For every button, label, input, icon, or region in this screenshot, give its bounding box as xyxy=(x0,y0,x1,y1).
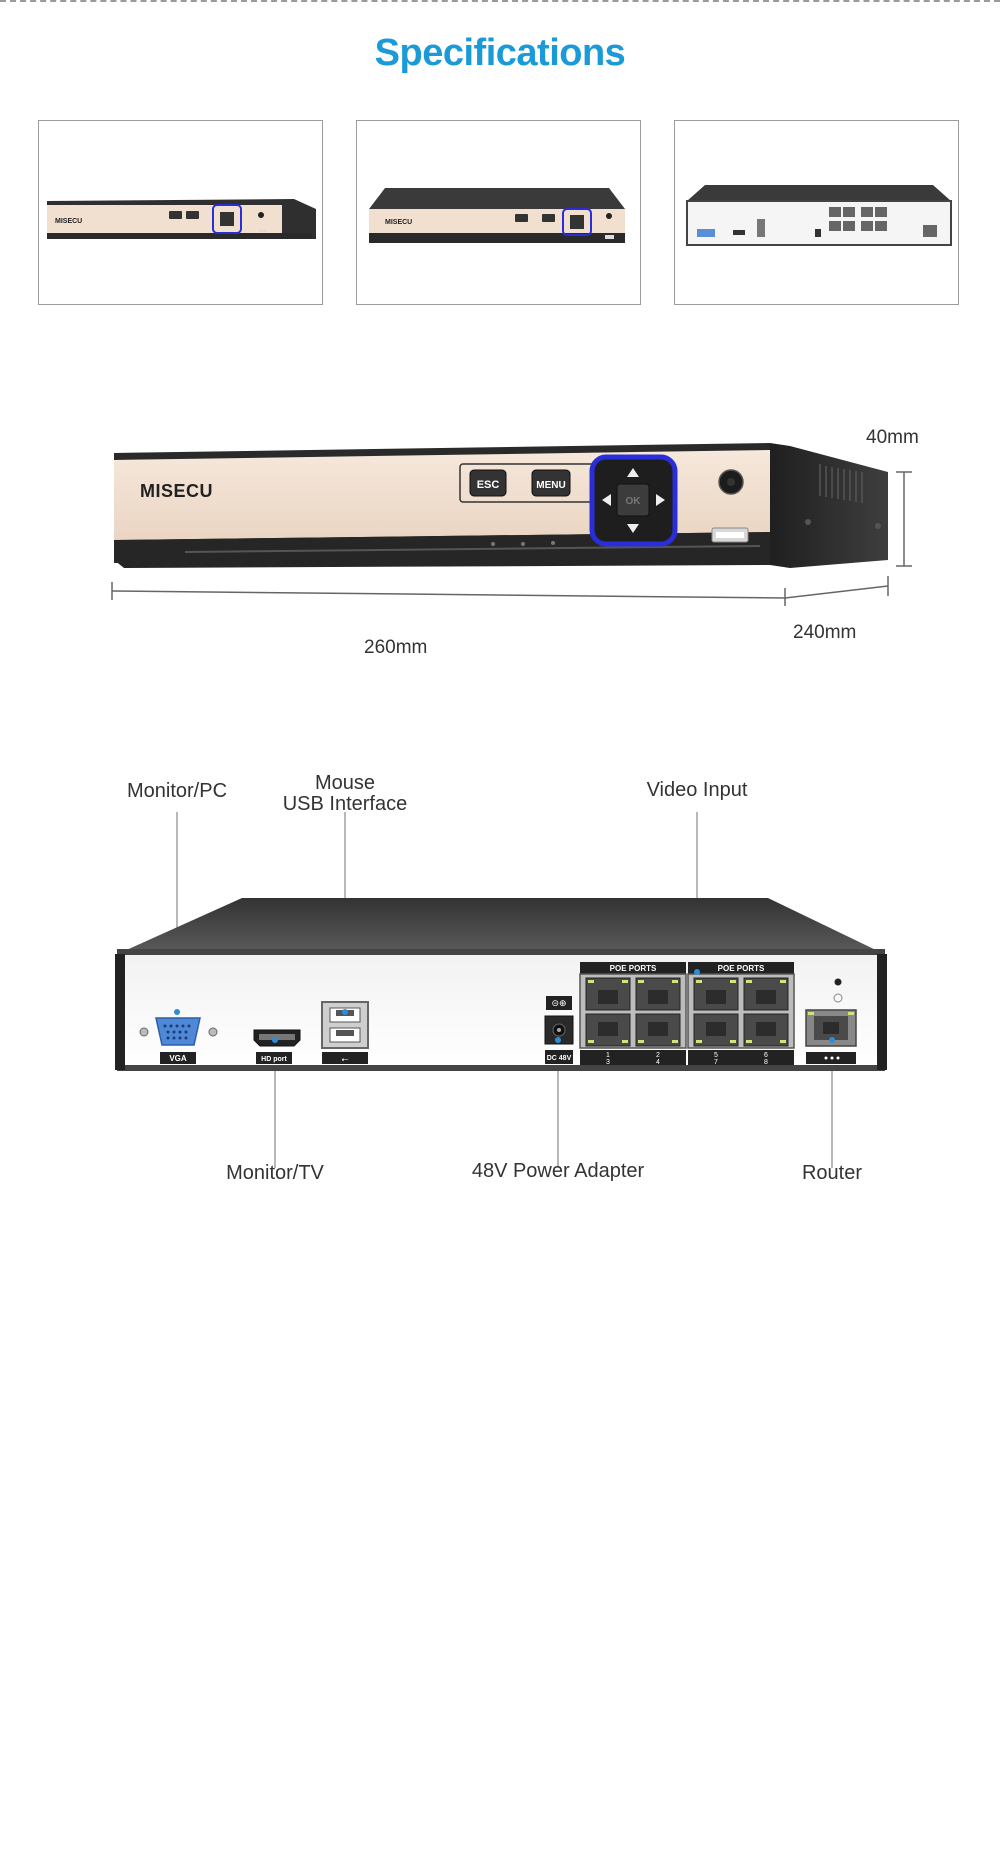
callout-monitor-tv: Monitor/TV xyxy=(226,1162,324,1184)
usb-symbol-icon: ⭠ xyxy=(341,1054,348,1064)
vga-port-label: VGA xyxy=(169,1054,187,1063)
rear-panel-diagram: VGA HD port ⭠ ⊝⊕ DC 48V POE PORTS 1 2 3 … xyxy=(115,812,887,1168)
port-number-8: 8 xyxy=(764,1059,768,1066)
port-number-5: 5 xyxy=(714,1052,718,1059)
poe-ports-label-right: POE PORTS xyxy=(718,964,765,973)
esc-button[interactable] xyxy=(469,469,507,497)
front-view-small-image: MISECU xyxy=(47,199,316,239)
dc-port-label: DC 48V xyxy=(547,1055,572,1062)
device-brand-logo: MISECU xyxy=(140,481,213,501)
poe-ports-label-left: POE PORTS xyxy=(610,964,657,973)
callout-router: Router xyxy=(801,1162,863,1184)
port-number-2: 2 xyxy=(656,1052,660,1059)
port-number-6: 6 xyxy=(764,1052,768,1059)
page-title: Specifications xyxy=(374,32,626,74)
arrow-right-icon[interactable] xyxy=(656,494,665,506)
poe-ports-left xyxy=(585,977,681,1047)
rear-top-lid xyxy=(122,898,880,952)
side-vents xyxy=(819,464,863,503)
thumbnail-angle-view[interactable]: MISECU xyxy=(356,120,641,305)
poe-ports-right xyxy=(693,977,789,1047)
height-dimension-label: 40mm xyxy=(866,427,919,448)
depth-dimension-label: 240mm xyxy=(793,622,857,643)
dc-polarity-icon xyxy=(546,996,572,1010)
angle-view-small-image: MISECU xyxy=(369,188,625,243)
vga-port xyxy=(155,1017,201,1046)
arrow-left-icon[interactable] xyxy=(602,494,611,506)
callout-usb-interface: USB Interface xyxy=(282,793,408,815)
callout-mouse: Mouse xyxy=(314,772,376,794)
esc-button-label: ESC xyxy=(477,479,500,491)
width-dimension-label: 260mm xyxy=(364,637,428,658)
ground-icon xyxy=(833,993,843,1003)
thumbnail-rear-view[interactable] xyxy=(674,120,959,305)
ok-button-label: OK xyxy=(626,496,642,507)
port-number-4: 4 xyxy=(656,1059,660,1066)
dimension-lines xyxy=(111,471,912,606)
thumb1-brand: MISECU xyxy=(55,218,82,225)
menu-button-label: MENU xyxy=(536,480,565,491)
menu-button[interactable] xyxy=(531,469,571,497)
arrow-up-icon[interactable] xyxy=(627,468,639,477)
ok-button[interactable] xyxy=(616,483,650,517)
port-number-3: 3 xyxy=(606,1059,610,1066)
port-number-1: 1 xyxy=(606,1052,610,1059)
svg-text:⊝⊕: ⊝⊕ xyxy=(551,998,566,1008)
hdmi-port-label: HD port xyxy=(261,1056,287,1063)
dashed-divider xyxy=(0,0,1000,2)
front-dimension-diagram: MISECU ESC MENU OK xyxy=(111,443,912,606)
callout-monitor-pc: Monitor/PC xyxy=(126,780,228,802)
thumbnail-front-view[interactable]: MISECU xyxy=(38,120,323,305)
thumb2-brand: MISECU xyxy=(385,219,412,226)
arrow-down-icon[interactable] xyxy=(627,524,639,533)
callout-power-adapter: 48V Power Adapter xyxy=(471,1160,645,1182)
callout-dots xyxy=(174,969,835,1043)
rear-view-small-image xyxy=(686,185,952,246)
port-number-7: 7 xyxy=(714,1059,718,1066)
callout-video-input: Video Input xyxy=(646,779,748,801)
reset-hole-icon xyxy=(834,978,842,986)
device-side-panel xyxy=(770,443,888,568)
